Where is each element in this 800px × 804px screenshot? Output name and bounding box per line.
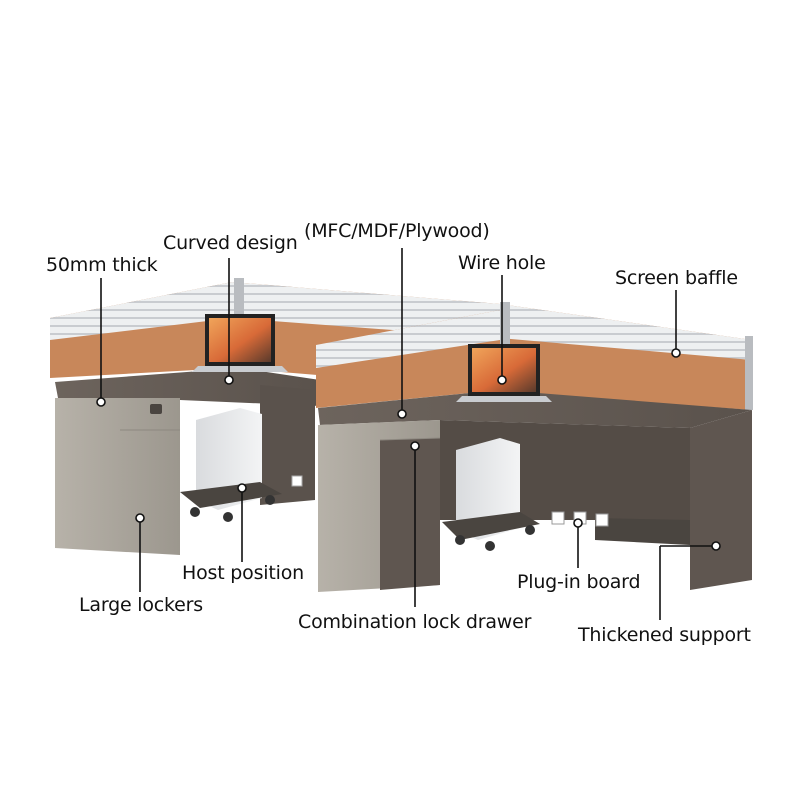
label-large-lockers: Large lockers	[79, 594, 203, 616]
left-large-locker	[55, 398, 180, 555]
label-thickened-support: Thickened support	[578, 624, 751, 646]
right-workstation	[316, 302, 753, 592]
right-desktop	[318, 390, 752, 428]
label-combination-lock-drawer: Combination lock drawer	[298, 611, 532, 633]
left-slat-panel	[50, 282, 232, 340]
left-desktop	[55, 368, 320, 406]
screen-baffle-slats	[500, 304, 752, 360]
dot-plug-in	[573, 518, 583, 528]
dot-screen-baffle	[671, 348, 681, 358]
dot-curved	[224, 375, 234, 385]
label-host-position: Host position	[182, 562, 304, 584]
label-wire-hole: Wire hole	[458, 252, 546, 274]
callout-lines	[96, 248, 721, 620]
dot-thick	[96, 397, 106, 407]
dot-lock-drawer	[410, 441, 420, 451]
label-material: (MFC/MDF/Plywood)	[304, 220, 490, 242]
label-50mm-thick: 50mm thick	[46, 254, 158, 276]
left-workstation	[50, 278, 500, 555]
label-plug-in-board: Plug-in board	[517, 571, 641, 593]
left-lock	[150, 404, 162, 414]
thickened-support-leg	[690, 410, 752, 590]
socket-1	[551, 511, 565, 525]
dot-lockers	[135, 513, 145, 523]
socket-3	[595, 513, 609, 527]
label-curved-design: Curved design	[163, 232, 298, 254]
dot-support	[711, 541, 721, 551]
dot-wire-hole	[497, 375, 507, 385]
dot-host	[237, 483, 247, 493]
dot-material	[397, 409, 407, 419]
label-screen-baffle: Screen baffle	[615, 267, 738, 289]
